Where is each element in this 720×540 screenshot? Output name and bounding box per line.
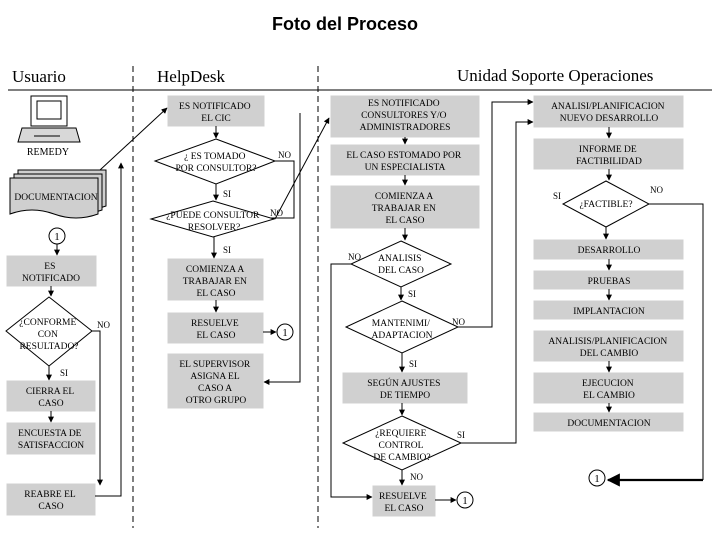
box-usuario-reabre bbox=[6, 483, 96, 516]
box-unidad-resuelve bbox=[372, 485, 436, 517]
connector-1-helpdesk-label: 1 bbox=[282, 327, 288, 339]
connector-1-usuario-label: 1 bbox=[54, 231, 60, 243]
decision-conforme-text: ¿CONFORME CON RESULTADO? bbox=[19, 318, 78, 352]
box-usuario-cierra bbox=[6, 380, 96, 412]
label-tomado-si: SI bbox=[223, 189, 231, 199]
box-unidad-tomado-text: EL CASO ESTOMADO POR UN ESPECIALISTA bbox=[346, 151, 463, 173]
connector-1-unidad-right bbox=[588, 469, 606, 487]
label-conforme-no: NO bbox=[97, 320, 110, 330]
decision-unidad-mantenimi-text: MANTENIMI/ ADAPTACION bbox=[372, 319, 433, 341]
decision-unidad-requiere-text: ¿REQUIERE CONTROL DE CAMBIO? bbox=[373, 429, 430, 463]
box-usuario-es-notificado bbox=[6, 255, 97, 287]
connector-1-helpdesk bbox=[276, 323, 294, 341]
box-unidad-comienza bbox=[330, 185, 480, 229]
decision-unidad-analisis-text: ANALISIS DEL CASO bbox=[378, 254, 424, 276]
label-requiere-no: NO bbox=[410, 472, 423, 482]
box-unidad-pruebas-text: PRUEBAS bbox=[588, 277, 631, 287]
lane-title-helpdesk: HelpDesk bbox=[157, 67, 225, 86]
computer-icon bbox=[17, 95, 81, 143]
box-unidad-ajustes bbox=[342, 372, 468, 404]
box-helpdesk-notificado bbox=[167, 95, 265, 127]
box-unidad-implantacion bbox=[533, 300, 684, 320]
connector-1-unidad-left-label: 1 bbox=[462, 495, 468, 507]
label-requiere-si: SI bbox=[457, 430, 465, 440]
box-helpdesk-supervisor bbox=[167, 353, 264, 409]
lane-title-usuario: Usuario bbox=[12, 67, 66, 86]
box-unidad-resuelve-text: RESUELVE EL CASO bbox=[379, 492, 429, 514]
label-factible-no: NO bbox=[650, 185, 663, 195]
box-unidad-documentacion-text: DOCUMENTACION bbox=[567, 419, 650, 429]
box-unidad-ajustes-text: SEGÚN AJUSTES DE TIEMPO bbox=[367, 377, 443, 401]
box-helpdesk-resuelve-text: RESUELVE EL CASO bbox=[191, 319, 241, 341]
decision-unidad-analisis bbox=[349, 240, 453, 288]
box-usuario-es-notificado-text: ES NOTIFICADO bbox=[22, 262, 80, 284]
connector-1-unidad-left bbox=[456, 491, 474, 509]
box-unidad-informe-text: INFORME DE FACTIBILIDAD bbox=[576, 145, 642, 167]
decision-helpdesk-puede bbox=[149, 200, 276, 238]
box-unidad-documentacion bbox=[533, 412, 684, 432]
decision-helpdesk-puede-text: ¿PUEDE CONSULTOR RESOLVER? bbox=[166, 211, 262, 233]
box-usuario-cierra-text: CIERRA EL CASO bbox=[26, 387, 76, 409]
label-conforme-si: SI bbox=[60, 368, 68, 378]
lane-title-unidad: Unidad Soporte Operaciones bbox=[457, 66, 653, 85]
document-stack-icon bbox=[9, 169, 107, 219]
label-mantenimi-si: SI bbox=[409, 359, 417, 369]
remedy-label: REMEDY bbox=[27, 147, 69, 158]
box-unidad-ejecucion-text: EJECUCION EL CAMBIO bbox=[582, 379, 636, 401]
box-usuario-reabre-text: REABRE EL CASO bbox=[24, 490, 77, 512]
decision-helpdesk-tomado-text: ¿ ES TOMADO POR CONSULTOR? bbox=[175, 152, 256, 174]
box-helpdesk-notificado-text: ES NOTIFICADO EL CIC bbox=[179, 102, 253, 124]
label-puede-no: NO bbox=[270, 208, 283, 218]
label-mantenimi-no: NO bbox=[452, 317, 465, 327]
label-factible-si: SI bbox=[553, 191, 561, 201]
box-usuario-encuesta-text: ENCUESTA DE SATISFACCION bbox=[18, 429, 84, 451]
box-unidad-tomado bbox=[330, 144, 480, 176]
decision-unidad-factible-text: ¿FACTIBLE? bbox=[579, 200, 632, 210]
box-unidad-ejecucion bbox=[533, 372, 684, 404]
box-usuario-encuesta bbox=[6, 422, 96, 455]
box-unidad-desarrollo-text: DESARROLLO bbox=[578, 246, 641, 256]
label-analisis-si: SI bbox=[408, 289, 416, 299]
box-unidad-analisis-cambio bbox=[533, 330, 684, 362]
connector-1-unidad-right-label: 1 bbox=[594, 473, 600, 485]
box-helpdesk-resuelve bbox=[167, 312, 264, 344]
label-analisis-no: NO bbox=[348, 252, 361, 262]
diagram-title: Foto del Proceso bbox=[272, 14, 418, 34]
box-unidad-notificados-text: ES NOTIFICADO CONSULTORES Y/O ADMINISTRA… bbox=[360, 99, 451, 133]
label-tomado-no: NO bbox=[278, 150, 291, 160]
box-helpdesk-comienza-text: COMIENZA A TRABAJAR EN EL CASO bbox=[183, 265, 250, 299]
box-unidad-comienza-text: COMIENZA A TRABAJAR EN EL CASO bbox=[372, 192, 439, 226]
box-unidad-analisi-nuevo-text: ANALISI/PLANIFICACION NUEVO DESARROLLO bbox=[551, 102, 667, 124]
documentacion-label: DOCUMENTACION bbox=[14, 193, 97, 203]
box-unidad-analisis-cambio-text: ANALISIS/PLANIFICACION DEL CAMBIO bbox=[548, 337, 669, 359]
label-puede-si: SI bbox=[223, 245, 231, 255]
box-helpdesk-comienza bbox=[167, 258, 264, 301]
box-helpdesk-supervisor-text: EL SUPERVISOR ASIGNA EL CASO A OTRO GRUP… bbox=[179, 360, 252, 406]
box-unidad-informe bbox=[533, 138, 684, 170]
box-unidad-notificados bbox=[330, 95, 480, 138]
box-unidad-implantacion-text: IMPLANTACION bbox=[573, 307, 645, 317]
